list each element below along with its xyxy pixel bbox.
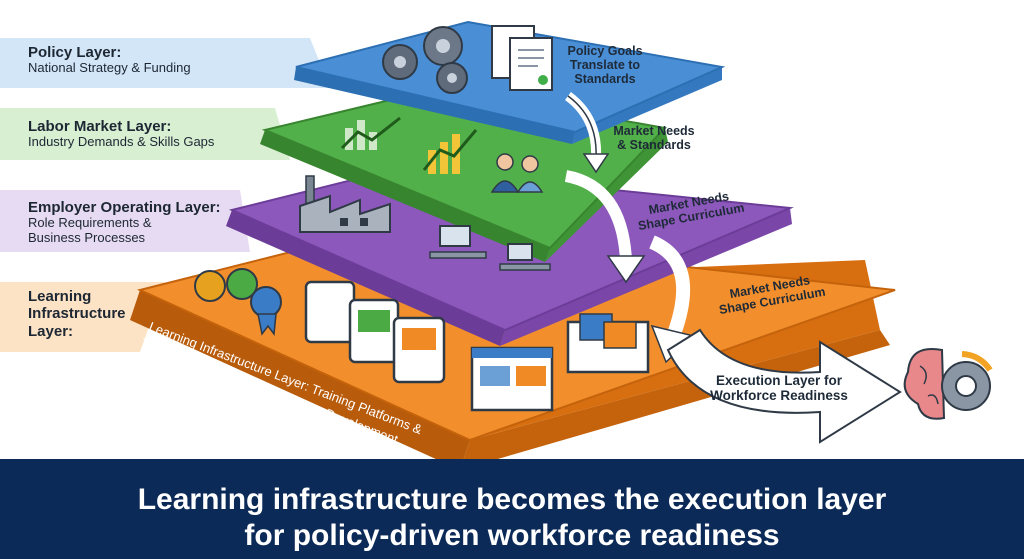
banner bbox=[0, 459, 1024, 559]
labor-layer-subtitle: Industry Demands & Skills Gaps bbox=[28, 134, 215, 150]
label-policy: Policy Layer: National Strategy & Fundin… bbox=[28, 44, 191, 76]
workstation-icon bbox=[429, 225, 551, 271]
factory-icon bbox=[299, 175, 391, 233]
employer-layer-title: Employer Operating Layer: bbox=[28, 199, 221, 216]
employer-layer-subtitle: Role Requirements & Business Processes bbox=[28, 215, 152, 246]
ribbon-labor bbox=[0, 108, 290, 160]
policy-layer-subtitle: National Strategy & Funding bbox=[28, 60, 191, 76]
ribbon-policy bbox=[0, 38, 330, 88]
browser-window-icon bbox=[470, 313, 650, 412]
learning-layer-title: Learning Infrastructure Layer: bbox=[28, 288, 126, 340]
chart-icon bbox=[340, 116, 478, 174]
document-icon bbox=[491, 25, 553, 91]
label-employer: Employer Operating Layer: Role Requireme… bbox=[28, 199, 221, 246]
flow-arrow-2 bbox=[564, 170, 632, 261]
execution-arrow bbox=[666, 328, 902, 444]
ribbon-employer bbox=[0, 190, 250, 252]
flow-label-policy-goals: Policy Goals Translate to Standards bbox=[567, 44, 643, 86]
label-labor: Labor Market Layer: Industry Demands & S… bbox=[28, 118, 214, 150]
flow-arrow-1-outline bbox=[567, 95, 597, 159]
tablet-icon bbox=[304, 280, 446, 384]
flow-arrow-2-head bbox=[606, 255, 646, 284]
banner-text: Learning infrastructure becomes the exec… bbox=[137, 483, 887, 552]
flow-arrow-1-head bbox=[582, 153, 610, 174]
flow-arrow-3 bbox=[648, 235, 691, 337]
labor-layer-title: Labor Market Layer: bbox=[28, 118, 172, 135]
policy-layer-title: Policy Layer: bbox=[28, 44, 122, 61]
ribbon-learning bbox=[0, 282, 165, 352]
people-icon bbox=[490, 153, 544, 193]
flow-label-execution: Execution Layer for Workforce Readiness bbox=[710, 373, 848, 404]
badge-icon bbox=[194, 268, 282, 336]
label-learning: Learning Infrastructure Layer: bbox=[28, 288, 126, 340]
gear-icon bbox=[382, 26, 468, 94]
flow-label-market-standards: Market Needs & Standards bbox=[613, 124, 695, 152]
brain-gear-icon bbox=[903, 348, 993, 420]
